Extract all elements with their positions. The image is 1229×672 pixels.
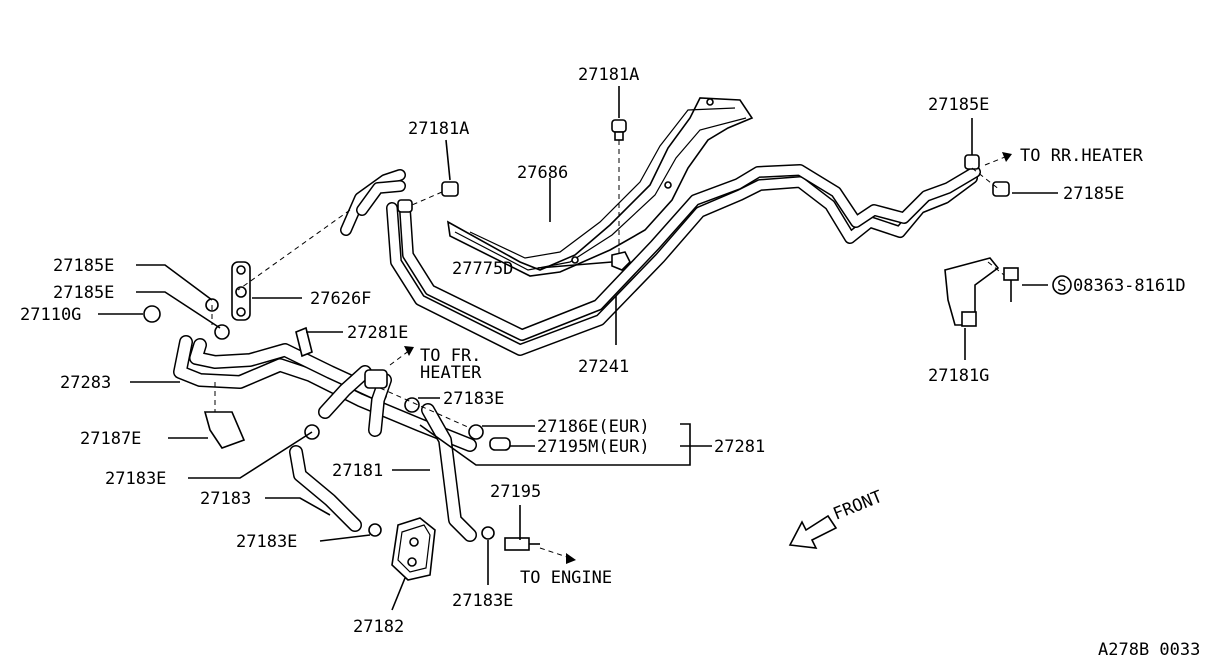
standard-part-symbol [1052,275,1072,295]
label-to-engine: TO ENGINE [520,568,612,588]
fr-heater-hoses [318,365,392,437]
rear-heater-pipe [386,164,981,356]
label-08363-8161D: 08363-8161D [1073,276,1186,296]
hose-27183 [289,445,362,532]
dashed-guides [211,140,1005,429]
label-27183E-lower: 27183E [236,532,297,552]
label-27183E-upper: 27183E [443,389,504,409]
label-27185E-left-1: 27185E [53,256,114,276]
hose-27181 [421,403,477,542]
label-27110G: 27110G [20,305,81,325]
label-27181: 27181 [332,461,383,481]
label-to-fr-heater-line2: HEATER [420,363,482,383]
standard-part-letter: S [1057,276,1067,295]
front-arrow [788,514,838,549]
label-27183E-bottom: 27183E [452,591,513,611]
pipe-upper-ends [340,169,413,236]
label-27185E-top-right: 27185E [928,95,989,115]
label-27185E-right: 27185E [1063,184,1124,204]
label-27181G: 27181G [928,366,989,386]
label-27185E-left-2: 27185E [53,283,114,303]
label-to-fr-heater-line1: TO FR. [420,346,481,366]
label-to-rr-heater: TO RR.HEATER [1020,146,1144,166]
label-27686: 27686 [517,163,568,183]
label-27183: 27183 [200,489,251,509]
flow-arrows [389,152,1012,564]
label-27195M-EUR: 27195M(EUR) [537,437,650,457]
label-27181A-mid: 27181A [408,119,469,139]
label-27183E-left: 27183E [105,469,166,489]
label-27283: 27283 [60,373,111,393]
label-27195: 27195 [490,482,541,502]
label-27281E: 27281E [347,323,408,343]
label-front: FRONT [830,487,885,525]
label-27182: 27182 [353,617,404,637]
label-27281: 27281 [714,437,765,457]
label-27626F: 27626F [310,289,371,309]
label-27241: 27241 [578,357,629,377]
label-27775D: 27775D [452,259,513,279]
label-27181A-top: 27181A [578,65,639,85]
part-labels: 27181A 27181A 27686 27775D 27241 27185E … [20,65,1200,660]
label-27187E: 27187E [80,429,141,449]
clip-parts [143,119,1019,581]
pipe-protector [446,97,754,277]
hose-27283 [173,335,477,452]
label-reference-code: A278B 0033 [1098,640,1200,660]
leader-lines [98,86,1058,611]
label-27186E-EUR: 27186E(EUR) [537,417,650,437]
